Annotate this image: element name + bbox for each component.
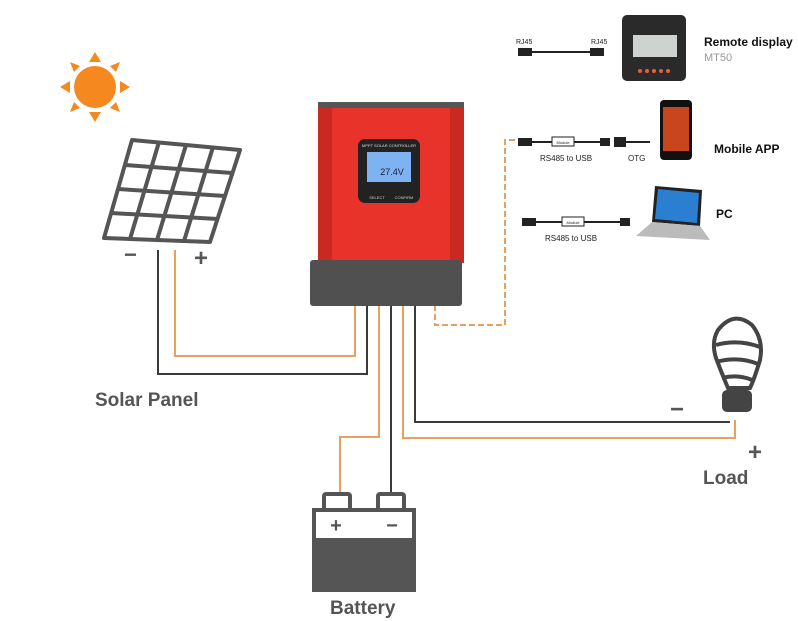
solar-panel-label: Solar Panel bbox=[95, 390, 199, 411]
load-label: Load bbox=[703, 468, 748, 489]
solar-minus-label: − bbox=[124, 242, 137, 267]
load-plus-label: + bbox=[748, 439, 762, 466]
remote-display-label: Remote display bbox=[704, 35, 793, 49]
light-bulb-icon bbox=[711, 316, 763, 412]
mobile-app-label: Mobile APP bbox=[714, 142, 780, 156]
communication-wire bbox=[434, 139, 515, 326]
rj45-left-label: RJ45 bbox=[516, 39, 532, 46]
rs485-usb-cable-icon bbox=[518, 136, 650, 147]
load-positive-wire bbox=[402, 305, 736, 439]
mobile-cable-label: RS485 to USB bbox=[540, 154, 592, 163]
remote-display-model: MT50 bbox=[704, 52, 732, 64]
sun-icon bbox=[60, 52, 130, 122]
load-minus-label: − bbox=[670, 396, 684, 423]
battery-plus-label: + bbox=[330, 515, 342, 537]
remote-display-mt50-icon bbox=[622, 15, 686, 81]
solar-positive-wire bbox=[174, 250, 356, 357]
battery-positive-wire bbox=[339, 305, 380, 495]
solar-panel-icon bbox=[102, 138, 242, 244]
select-button: SELECT bbox=[369, 195, 385, 200]
load-negative-wire bbox=[414, 305, 730, 423]
battery-label: Battery bbox=[330, 598, 396, 619]
otg-label: OTG bbox=[628, 154, 645, 163]
confirm-button: CONFIRM bbox=[395, 195, 414, 200]
rj45-cable-icon bbox=[518, 48, 604, 56]
pc-module-label: Module bbox=[566, 220, 580, 225]
pc-cable-label: RS485 to USB bbox=[545, 234, 597, 243]
mppt-controller: MPPT SOLAR CONTROLLER 27.4V SELECT CONFI… bbox=[310, 102, 464, 306]
lcd-value: 27.4V bbox=[380, 167, 404, 177]
battery-minus-label: − bbox=[386, 515, 398, 537]
solar-plus-label: + bbox=[194, 245, 208, 272]
controller-title: MPPT SOLAR CONTROLLER bbox=[362, 143, 416, 148]
rs485-usb-cable-pc-icon bbox=[522, 216, 630, 227]
rj45-right-label: RJ45 bbox=[591, 39, 607, 46]
smartphone-icon bbox=[660, 100, 692, 160]
mobile-module-label: Module bbox=[556, 140, 570, 145]
solar-negative-wire bbox=[157, 250, 368, 375]
laptop-icon bbox=[636, 186, 710, 240]
pc-label: PC bbox=[716, 207, 733, 221]
battery-icon: + − bbox=[312, 492, 416, 592]
